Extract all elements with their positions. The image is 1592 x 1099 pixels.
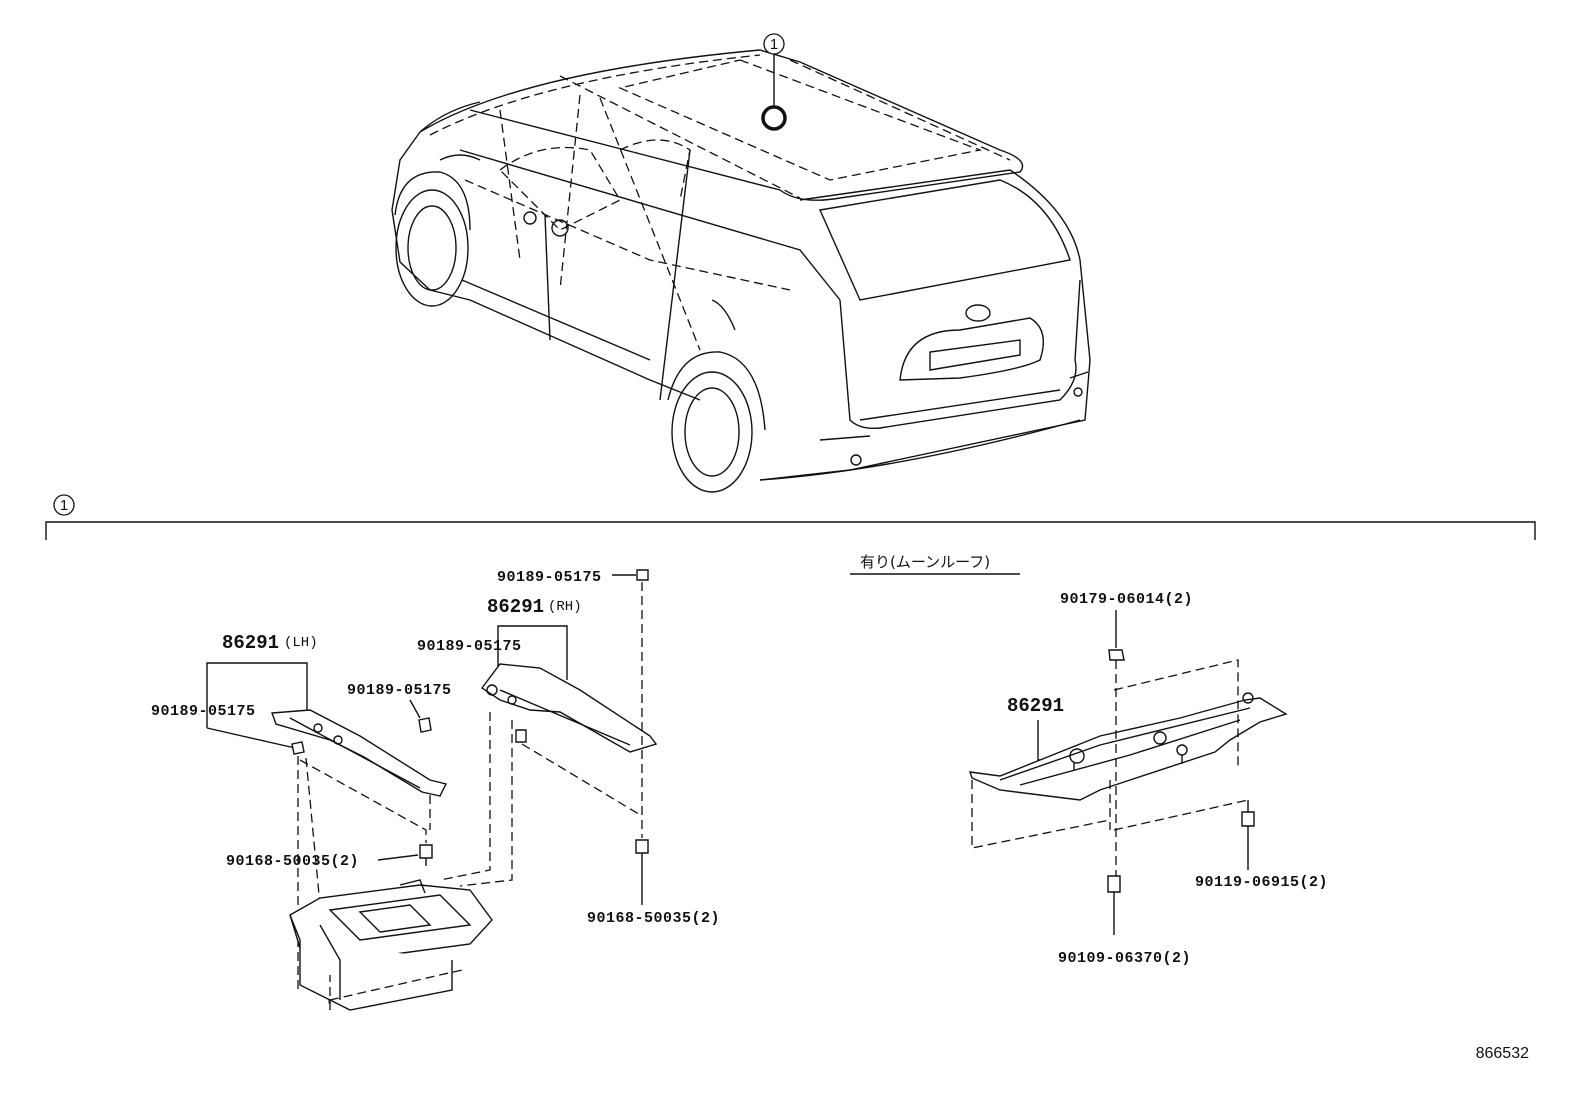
- section-frame: 1: [45, 494, 1536, 540]
- callout-index-top-label: 1: [770, 36, 778, 53]
- mr-bolt-bottom: [1107, 875, 1121, 893]
- mr-bolt-right: [1241, 811, 1255, 827]
- label-mr-bolt-bottom: 90109-06370(2): [1058, 950, 1191, 967]
- label-rh-clip-top: 90189-05175: [497, 569, 602, 586]
- label-moonroof-variant: 有り(ムーンルーフ): [860, 553, 990, 571]
- rh-bracket-bar: [480, 663, 658, 753]
- label-86291-lh: 86291: [222, 632, 279, 654]
- label-lh-side: (LH): [284, 635, 318, 651]
- lh-bolt: [419, 844, 433, 859]
- diagram-id: 866532: [1476, 1045, 1529, 1062]
- label-rh-side: (RH): [548, 599, 582, 615]
- rh-bracket-group: 90189-05175 86291 (RH) 90189-05175 90168…: [417, 569, 720, 927]
- label-86291-rh: 86291: [487, 596, 544, 618]
- lh-clip-a: [291, 741, 305, 755]
- lower-plate: [289, 879, 493, 1011]
- rh-clip-top: [636, 569, 649, 581]
- mr-bracket: [968, 697, 1288, 801]
- label-rh-bolt: 90168-50035(2): [587, 910, 720, 927]
- label-lh-bolt: 90168-50035(2): [226, 853, 359, 870]
- mr-nut: [1108, 649, 1125, 661]
- moonroof-group: 有り(ムーンルーフ) 90179-06014(2) 86291 90119-06…: [850, 553, 1328, 967]
- rh-clip-a: [515, 729, 527, 743]
- label-mr-nut: 90179-06014(2): [1060, 591, 1193, 608]
- label-86291-mr: 86291: [1007, 695, 1064, 717]
- moonroof-location-marker: [761, 105, 787, 131]
- label-lh-clip-left: 90189-05175: [151, 703, 256, 720]
- label-mr-bolt-right: 90119-06915(2): [1195, 874, 1328, 891]
- label-lh-clip-right: 90189-05175: [347, 682, 452, 699]
- lh-clip-b: [418, 717, 432, 733]
- label-rh-clip-left: 90189-05175: [417, 638, 522, 655]
- rh-bolt: [635, 839, 649, 854]
- vehicle-illustration: 1: [391, 33, 1091, 493]
- lh-bracket-group: 86291 (LH) 90189-05175 90189-05175 90168…: [151, 632, 452, 1011]
- callout-index-section: 1: [60, 497, 68, 514]
- callout-index-top: [763, 33, 785, 55]
